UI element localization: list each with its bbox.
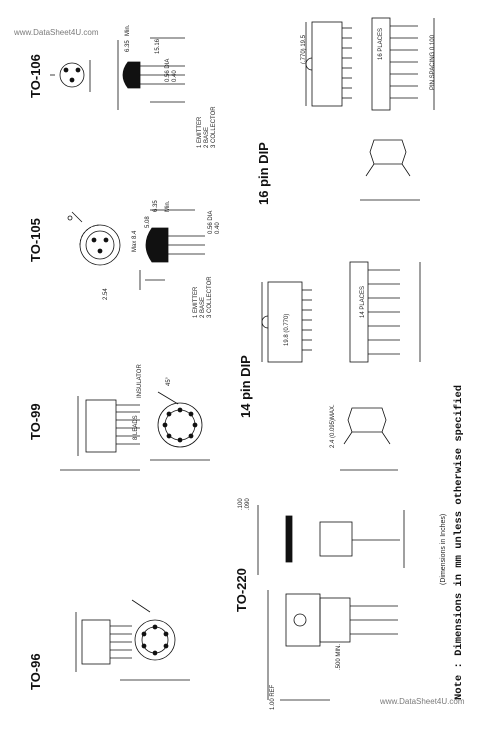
- to220-front-view: [267, 590, 398, 701]
- to220-side-view: [257, 505, 405, 575]
- to96-bottom-view: [120, 599, 190, 681]
- to106-top-view: [50, 60, 91, 92]
- dip16-end-view: [360, 139, 420, 201]
- watermark-bottom: www.DataSheet4U.com: [380, 697, 465, 706]
- to105-side-view: [139, 209, 205, 290]
- dip14-side-view: [349, 261, 421, 363]
- dip14-top-view: [261, 281, 312, 363]
- to106-side-view: [117, 37, 185, 110]
- to105-top-view: [67, 211, 121, 266]
- dip16-top-view: [305, 21, 352, 107]
- watermark-top: www.DataSheet4U.com: [14, 28, 99, 37]
- to99-bottom-view: [150, 391, 210, 461]
- to99-side-view: [60, 396, 140, 471]
- to96-side-view: [75, 612, 132, 672]
- dip16-side-view: [371, 17, 435, 111]
- dip14-end-view: [340, 407, 398, 471]
